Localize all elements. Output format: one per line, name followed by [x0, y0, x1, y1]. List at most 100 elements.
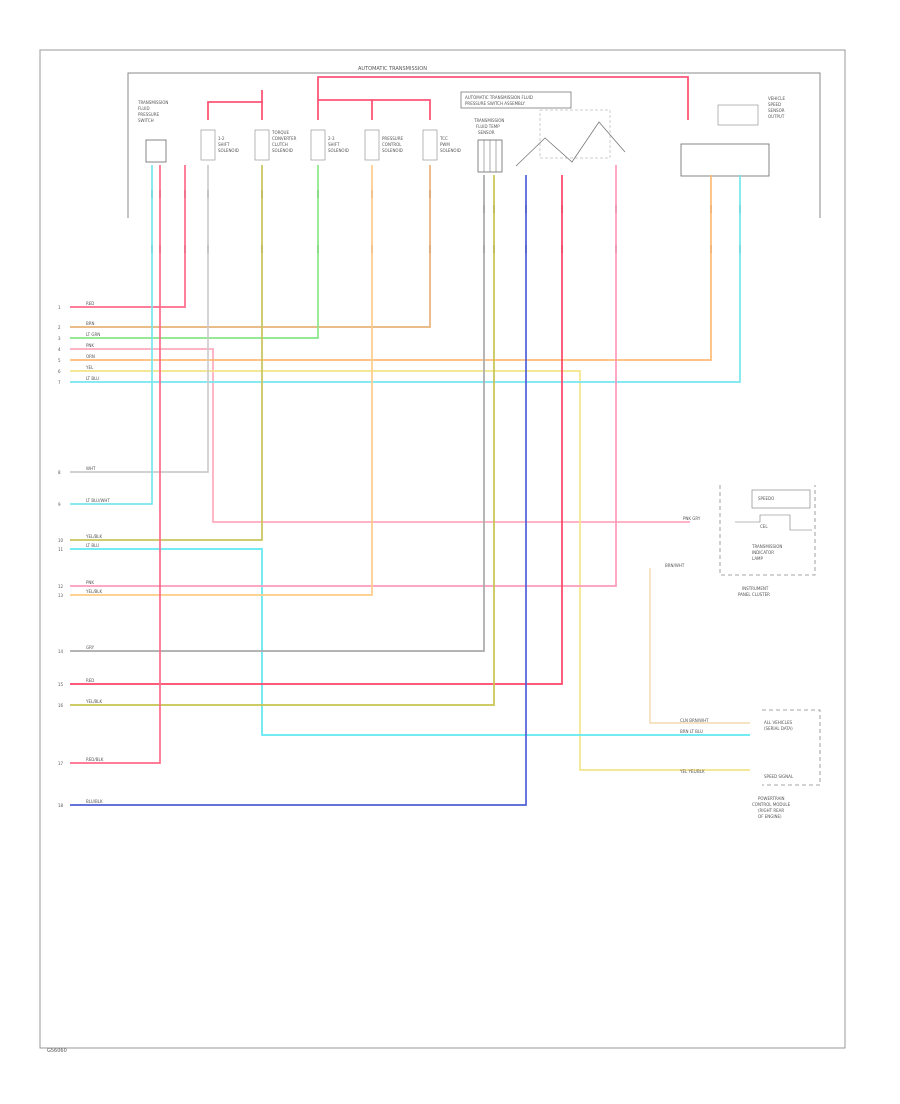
svg-text:CLN BRN/WHT: CLN BRN/WHT — [680, 718, 709, 723]
svg-text:LAMP: LAMP — [752, 556, 764, 561]
svg-text:RED/BLK: RED/BLK — [86, 757, 104, 762]
svg-text:SOLENOID: SOLENOID — [218, 148, 239, 153]
svg-text:1-2: 1-2 — [218, 136, 225, 141]
svg-text:TRANSMISSION: TRANSMISSION — [751, 544, 782, 549]
svg-text:SENSOR: SENSOR — [478, 130, 495, 135]
svg-text:3: 3 — [58, 336, 61, 341]
svg-text:PNK: PNK — [86, 343, 94, 348]
svg-text:AUTOMATIC TRANSMISSION FLUID: AUTOMATIC TRANSMISSION FLUID — [465, 95, 533, 100]
svg-text:ALL VEHICLES: ALL VEHICLES — [764, 720, 792, 725]
svg-text:INDICATOR: INDICATOR — [752, 550, 774, 555]
svg-text:SHIFT: SHIFT — [328, 142, 340, 147]
svg-text:PRESSURE: PRESSURE — [138, 112, 160, 117]
svg-text:YEL/BLK: YEL/BLK — [85, 534, 103, 539]
svg-text:SHIFT: SHIFT — [218, 142, 230, 147]
svg-text:SOLENOID: SOLENOID — [440, 148, 461, 153]
wire-12 — [70, 165, 617, 587]
svg-text:RED: RED — [86, 678, 94, 683]
wire-6 — [70, 370, 750, 771]
svg-text:TCC: TCC — [439, 136, 448, 141]
svg-text:1: 1 — [58, 305, 61, 310]
svg-text:6: 6 — [58, 369, 61, 374]
svg-text:GRY: GRY — [86, 645, 95, 650]
svg-text:8: 8 — [58, 470, 61, 475]
svg-text:PWM: PWM — [440, 142, 450, 147]
svg-text:15: 15 — [58, 682, 64, 687]
svg-text:13: 13 — [58, 593, 64, 598]
svg-text:OF ENGINE): OF ENGINE) — [758, 814, 782, 819]
svg-text:CONTROL: CONTROL — [382, 142, 402, 147]
footer-id: G56060 — [47, 1048, 67, 1054]
svg-text:PNK GRY: PNK GRY — [683, 516, 701, 521]
svg-text:YEL: YEL — [85, 365, 94, 370]
svg-text:7: 7 — [58, 380, 61, 385]
page-frame — [39, 49, 846, 1049]
solenoid-2: TORQUE CONVERTER CLUTCH SOLENOID — [254, 129, 297, 161]
svg-text:LT BLU: LT BLU — [86, 376, 99, 381]
svg-text:10: 10 — [58, 538, 64, 543]
svg-text:SOLENOID: SOLENOID — [272, 148, 293, 153]
pressure-switch: TRANSMISSION FLUID PRESSURE SWITCH — [137, 100, 168, 163]
svg-text:PRESSURE: PRESSURE — [382, 136, 404, 141]
wire-4 — [70, 348, 690, 523]
solenoid-1: 1-2 SHIFT SOLENOID — [200, 129, 239, 161]
svg-text:17: 17 — [58, 761, 64, 766]
svg-text:LT BLU: LT BLU — [86, 543, 99, 548]
wire-17 — [70, 165, 161, 764]
svg-text:OUTPUT: OUTPUT — [768, 114, 785, 119]
wire-5 — [70, 175, 712, 361]
wire-routes — [70, 165, 750, 806]
wire-10 — [70, 165, 263, 541]
svg-text:RED: RED — [86, 301, 94, 306]
svg-text:TORQUE: TORQUE — [271, 130, 289, 135]
wire-cluster-low — [649, 568, 750, 724]
svg-text:4: 4 — [58, 347, 61, 352]
solenoid-3: 2-3 SHIFT SOLENOID — [310, 129, 349, 161]
svg-text:CONTROL MODULE: CONTROL MODULE — [752, 802, 791, 807]
wire-1 — [70, 165, 186, 308]
svg-text:11: 11 — [58, 547, 64, 552]
transmission-title: AUTOMATIC TRANSMISSION — [358, 66, 427, 72]
svg-text:CLUTCH: CLUTCH — [272, 142, 288, 147]
solenoid-4: PRESSURE CONTROL SOLENOID — [364, 129, 404, 161]
powertrain-control-module: ALL VEHICLES (SERIAL DATA) SPEED SIGNAL … — [679, 709, 821, 819]
svg-text:YEL/BLK: YEL/BLK — [85, 699, 103, 704]
temp-sensor: TRANSMISSION FLUID TEMP SENSOR — [473, 118, 504, 173]
svg-text:CEL: CEL — [760, 524, 768, 529]
svg-text:BRN LT BLU: BRN LT BLU — [680, 729, 703, 734]
svg-text:SWITCH: SWITCH — [138, 118, 154, 123]
wire-9 — [70, 165, 153, 505]
wire-11 — [70, 548, 750, 736]
pressure-switch-assembly: AUTOMATIC TRANSMISSION FLUID PRESSURE SW… — [460, 91, 626, 167]
svg-text:(SERIAL DATA): (SERIAL DATA) — [764, 726, 793, 731]
wire-7 — [70, 175, 741, 383]
svg-text:SPEEDO: SPEEDO — [758, 496, 774, 501]
wire-18 — [70, 175, 527, 806]
solenoid-5: TCC PWM SOLENOID — [422, 129, 461, 161]
svg-text:12: 12 — [58, 584, 64, 589]
wire-3 — [70, 165, 319, 339]
svg-text:CONVERTER: CONVERTER — [272, 136, 297, 141]
svg-text:SPEED SIGNAL: SPEED SIGNAL — [764, 774, 794, 779]
svg-text:PRESSURE SWITCH ASSEMBLY: PRESSURE SWITCH ASSEMBLY — [465, 101, 525, 106]
svg-text:SPEED: SPEED — [768, 102, 781, 107]
svg-text:FLUID TEMP: FLUID TEMP — [476, 124, 500, 129]
power-feed — [207, 76, 689, 120]
wire-14 — [70, 175, 485, 652]
svg-text:YEL/BLK: YEL/BLK — [85, 589, 103, 594]
svg-text:2: 2 — [58, 325, 61, 330]
svg-text:PNK: PNK — [86, 580, 94, 585]
svg-text:FLUID: FLUID — [138, 106, 150, 111]
svg-text:ORN: ORN — [86, 354, 95, 359]
svg-text:9: 9 — [58, 502, 61, 507]
svg-text:14: 14 — [58, 649, 64, 654]
svg-text:TRANSMISSION: TRANSMISSION — [473, 118, 504, 123]
svg-text:LT BLU/WHT: LT BLU/WHT — [86, 498, 110, 503]
svg-text:YEL YEL/BLK: YEL YEL/BLK — [679, 769, 705, 774]
svg-text:18: 18 — [58, 803, 64, 808]
svg-text:LT GRN: LT GRN — [86, 332, 100, 337]
svg-text:16: 16 — [58, 703, 64, 708]
